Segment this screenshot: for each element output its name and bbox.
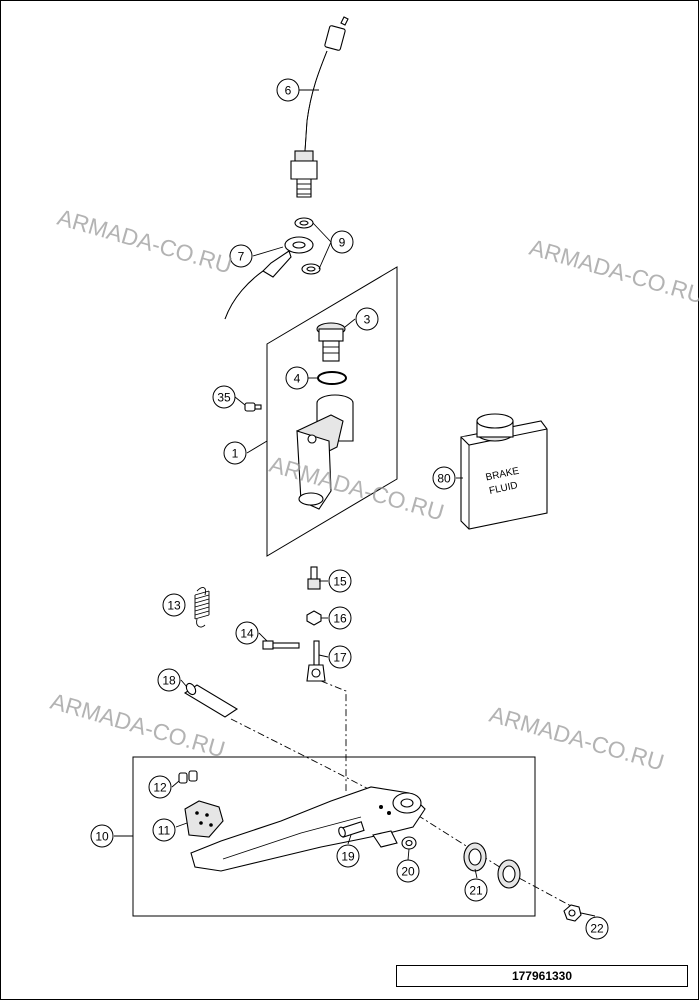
callout-circle — [464, 878, 488, 902]
callout-22: 22 — [585, 916, 609, 940]
callout-circle — [212, 385, 236, 409]
seal-ring-part — [401, 836, 417, 850]
callout-16: 16 — [328, 606, 352, 630]
callout-label: 17 — [333, 651, 347, 665]
watermark-3: ARMADA-CO.RU — [267, 451, 447, 526]
callout-3: 3 — [355, 307, 379, 331]
fork-head-part — [306, 640, 326, 682]
callout-label: 12 — [153, 781, 167, 795]
callout-label: 1 — [232, 447, 239, 461]
callout-circle — [328, 606, 352, 630]
rubber-plug-part — [178, 770, 198, 784]
o-ring-part — [317, 371, 347, 385]
pivot-shaft-part — [183, 682, 239, 718]
callout-19: 19 — [336, 844, 360, 868]
callout-label: 6 — [285, 84, 292, 98]
callout-15: 15 — [328, 569, 352, 593]
callout-label: 11 — [158, 824, 171, 838]
callout-11: 11 — [152, 818, 176, 842]
collar-nut-part — [563, 904, 582, 922]
callout-label: 19 — [341, 850, 355, 864]
callout-circle — [162, 593, 186, 617]
callout-80: 80 — [432, 466, 456, 490]
sealing-washer-part — [294, 217, 321, 275]
brake-light-switch-part — [290, 16, 349, 198]
callout-35: 35 — [212, 385, 236, 409]
callout-label: 80 — [437, 472, 451, 486]
callout-circle — [328, 569, 352, 593]
callout-circle — [223, 441, 247, 465]
callout-label: 21 — [469, 884, 483, 898]
callout-21: 21 — [464, 878, 488, 902]
pushrod-axis-line — [320, 680, 347, 791]
callout-9: 9 — [330, 230, 354, 254]
screw-part — [244, 402, 262, 412]
callout-14: 14 — [235, 621, 259, 645]
callout-circle — [285, 366, 309, 390]
master-cylinder-part — [296, 394, 354, 510]
callout-1: 1 — [223, 441, 247, 465]
brake-pedal-group-frame — [132, 756, 536, 917]
reservoir-fitting-part — [316, 322, 346, 362]
callout-7: 7 — [229, 244, 253, 268]
callout-10: 10 — [90, 824, 114, 848]
callout-circle — [355, 307, 379, 331]
callout-6: 6 — [276, 78, 300, 102]
brake-line-part — [224, 236, 314, 320]
callout-12: 12 — [148, 775, 172, 799]
watermark-5: ARMADA-CO.RU — [487, 701, 667, 776]
pedal-tip-part — [184, 800, 224, 838]
callout-13: 13 — [162, 593, 186, 617]
nut-part — [306, 610, 322, 626]
callout-20: 20 — [396, 859, 420, 883]
callout-label: 13 — [167, 599, 181, 613]
callout-label: 35 — [217, 391, 231, 405]
part-number-box: 177961330 — [396, 965, 688, 987]
callout-18: 18 — [157, 668, 181, 692]
callout-circle — [330, 230, 354, 254]
callout-circle — [229, 244, 253, 268]
master-cylinder-group-frame — [266, 266, 398, 557]
return-spring-part — [194, 587, 210, 628]
callout-4: 4 — [285, 366, 309, 390]
callout-label: 4 — [294, 372, 301, 386]
brake-fluid-can-part: BRAKE FLUID — [460, 413, 548, 530]
stop-pin-part — [338, 821, 365, 838]
callout-label: 18 — [162, 674, 176, 688]
callout-circle — [152, 818, 176, 842]
callout-circle — [90, 824, 114, 848]
callout-label: 10 — [95, 830, 109, 844]
callout-label: 14 — [240, 627, 254, 641]
callout-circle — [148, 775, 172, 799]
part-number: 177961330 — [511, 969, 573, 983]
callout-label: 15 — [333, 575, 347, 589]
bearing-part — [463, 842, 521, 889]
callout-circle — [157, 668, 181, 692]
callout-group: 6 9 7 3 4 35 1 80 13 15 16 14 17 18 12 11 10 19 20 21 22 — [90, 78, 609, 940]
watermark-1: ARMADA-CO.RU — [55, 204, 235, 279]
adjusting-screw-part — [307, 566, 321, 590]
leader-lines — [114, 89, 596, 917]
callout-17: 17 — [328, 645, 352, 669]
callout-label: 3 — [364, 313, 371, 327]
brake-pedal-part — [190, 786, 426, 872]
pin-part — [262, 640, 300, 650]
callout-circle — [396, 859, 420, 883]
callout-circle — [432, 466, 456, 490]
callout-label: 20 — [401, 865, 415, 879]
callout-label: 7 — [238, 250, 245, 264]
callout-circle — [235, 621, 259, 645]
callout-label: 22 — [590, 922, 604, 936]
callout-circle — [336, 844, 360, 868]
callout-label: 9 — [339, 236, 346, 250]
watermark-2: ARMADA-CO.RU — [527, 234, 699, 309]
callout-circle — [585, 916, 609, 940]
callout-circle — [276, 78, 300, 102]
callout-circle — [328, 645, 352, 669]
callout-label: 16 — [333, 612, 347, 626]
